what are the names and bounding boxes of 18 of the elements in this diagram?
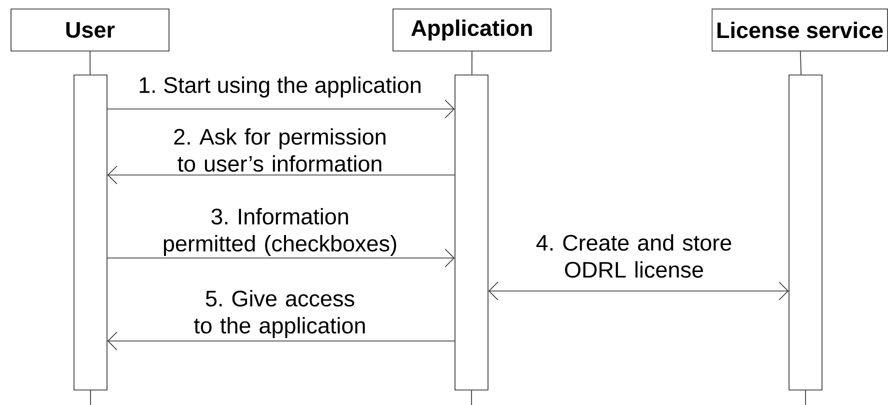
participant-box: License service <box>712 8 888 52</box>
message-arrow <box>107 332 455 350</box>
lifeline <box>800 51 802 75</box>
message-arrow <box>488 282 789 300</box>
activation-bar <box>454 74 488 390</box>
message-arrow <box>107 248 455 268</box>
activation-bar <box>74 74 108 390</box>
edge-label: 4. Create and store ODRL license <box>536 234 732 278</box>
edge-label: 2. Ask for permission to user’s information <box>174 128 386 172</box>
edge-label: 3. Information permitted (checkboxes) <box>164 208 396 256</box>
participant-box: User <box>10 8 170 52</box>
message-arrow <box>107 166 455 184</box>
participant-box: Application <box>392 8 552 52</box>
message-arrow <box>107 100 455 118</box>
lifeline <box>90 51 91 75</box>
edge-label: 5. Give access to the application <box>194 290 365 338</box>
activation-bar <box>788 74 822 390</box>
edge-label: 1. Start using the application <box>140 76 420 98</box>
